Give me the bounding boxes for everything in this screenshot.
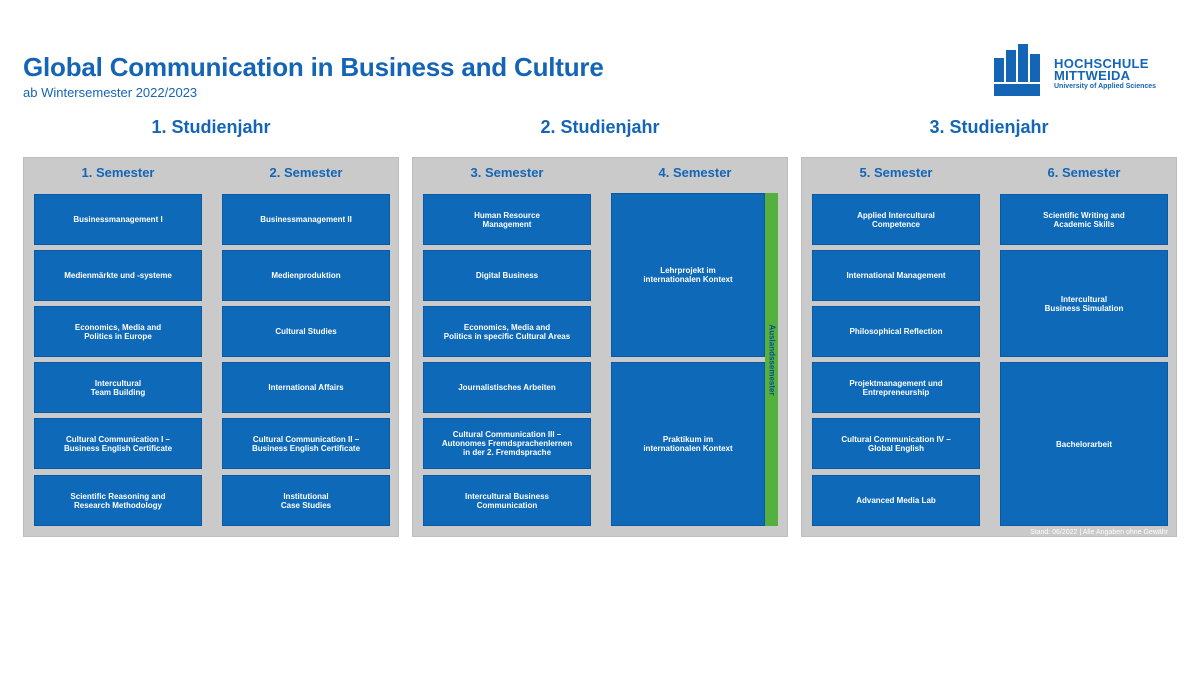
module-box: Applied Intercultural Competence [812, 194, 980, 245]
year-panel-1: 1. Semester 2. Semester Businessmanageme… [23, 157, 399, 537]
page-subtitle: ab Wintersemester 2022/2023 [23, 85, 198, 100]
module-box: Philosophical Reflection [812, 306, 980, 357]
module-box: Bachelorarbeit [1000, 362, 1168, 526]
logo-line-1: HOCHSCHULE [1054, 56, 1149, 71]
semester-heading-2: 2. Semester [269, 165, 343, 180]
logo-line-3: University of Applied Sciences [1054, 83, 1157, 90]
module-box: Intercultural Business Simulation [1000, 250, 1168, 357]
module-box: Journalistisches Arbeiten [423, 362, 591, 413]
year-heading-1: 1. Studienjahr [151, 117, 271, 137]
module-box: Scientific Reasoning and Research Method… [34, 475, 202, 526]
module-box: Medienmärkte und -systeme [34, 250, 202, 301]
year-panel-2: 3. Semester 4. Semester Human Resource M… [412, 157, 788, 537]
module-box: Digital Business [423, 250, 591, 301]
year-heading-2: 2. Studienjahr [540, 117, 660, 137]
module-box: Cultural Communication II – Business Eng… [222, 418, 390, 469]
abroad-semester-bar: Auslandssemester [765, 193, 778, 526]
module-box: Economics, Media and Politics in specifi… [423, 306, 591, 357]
building-logo-icon [994, 44, 1042, 96]
logo-line-2: MITTWEIDA [1054, 68, 1131, 83]
module-box: International Affairs [222, 362, 390, 413]
year-heading-3: 3. Studienjahr [929, 117, 1049, 137]
module-box: Cultural Studies [222, 306, 390, 357]
abroad-semester-label: Auslandssemester [767, 323, 776, 396]
year-panel-3: 5. Semester 6. Semester Applied Intercul… [801, 157, 1177, 537]
module-box: Scientific Writing and Academic Skills [1000, 194, 1168, 245]
module-box: International Management [812, 250, 980, 301]
module-box: Medienproduktion [222, 250, 390, 301]
module-box: Lehrprojekt im internationalen Kontext [611, 193, 765, 357]
module-box: Advanced Media Lab [812, 475, 980, 526]
module-box: Human Resource Management [423, 194, 591, 245]
module-box: Praktikum im internationalen Kontext [611, 362, 765, 526]
semester-heading-5: 5. Semester [859, 165, 933, 180]
module-box: Businessmanagement I [34, 194, 202, 245]
module-box: Institutional Case Studies [222, 475, 390, 526]
semester-heading-6: 6. Semester [1047, 165, 1121, 180]
university-logo: HOCHSCHULE MITTWEIDA University of Appli… [994, 44, 1164, 98]
module-box: Cultural Communication III – Autonomes F… [423, 418, 591, 469]
module-box: Economics, Media and Politics in Europe [34, 306, 202, 357]
module-box: Projektmanagement und Entrepreneurship [812, 362, 980, 413]
module-box: Cultural Communication IV – Global Engli… [812, 418, 980, 469]
module-box: Businessmanagement II [222, 194, 390, 245]
footer-note: Stand: 06/2022 | Alle Angaben ohne Gewäh… [1029, 529, 1168, 536]
module-box: Intercultural Business Communication [423, 475, 591, 526]
semester-heading-4: 4. Semester [658, 165, 732, 180]
semester-heading-3: 3. Semester [470, 165, 544, 180]
module-box: Cultural Communication I – Business Engl… [34, 418, 202, 469]
module-box: Intercultural Team Building [34, 362, 202, 413]
semester-heading-1: 1. Semester [81, 165, 155, 180]
page-title: Global Communication in Business and Cul… [23, 52, 604, 82]
